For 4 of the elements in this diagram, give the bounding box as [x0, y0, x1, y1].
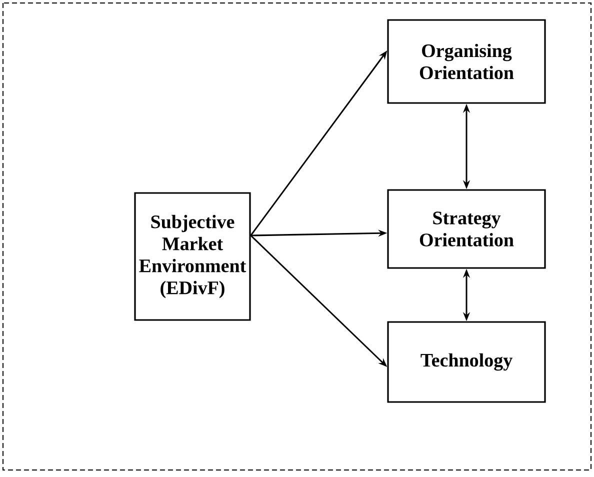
process-box: Organising Orientation [387, 19, 546, 104]
process-box: Subjective Market Environment (EDivF) [134, 192, 251, 321]
process-box: Strategy Orientation [387, 189, 546, 269]
process-box: Technology [387, 321, 546, 403]
